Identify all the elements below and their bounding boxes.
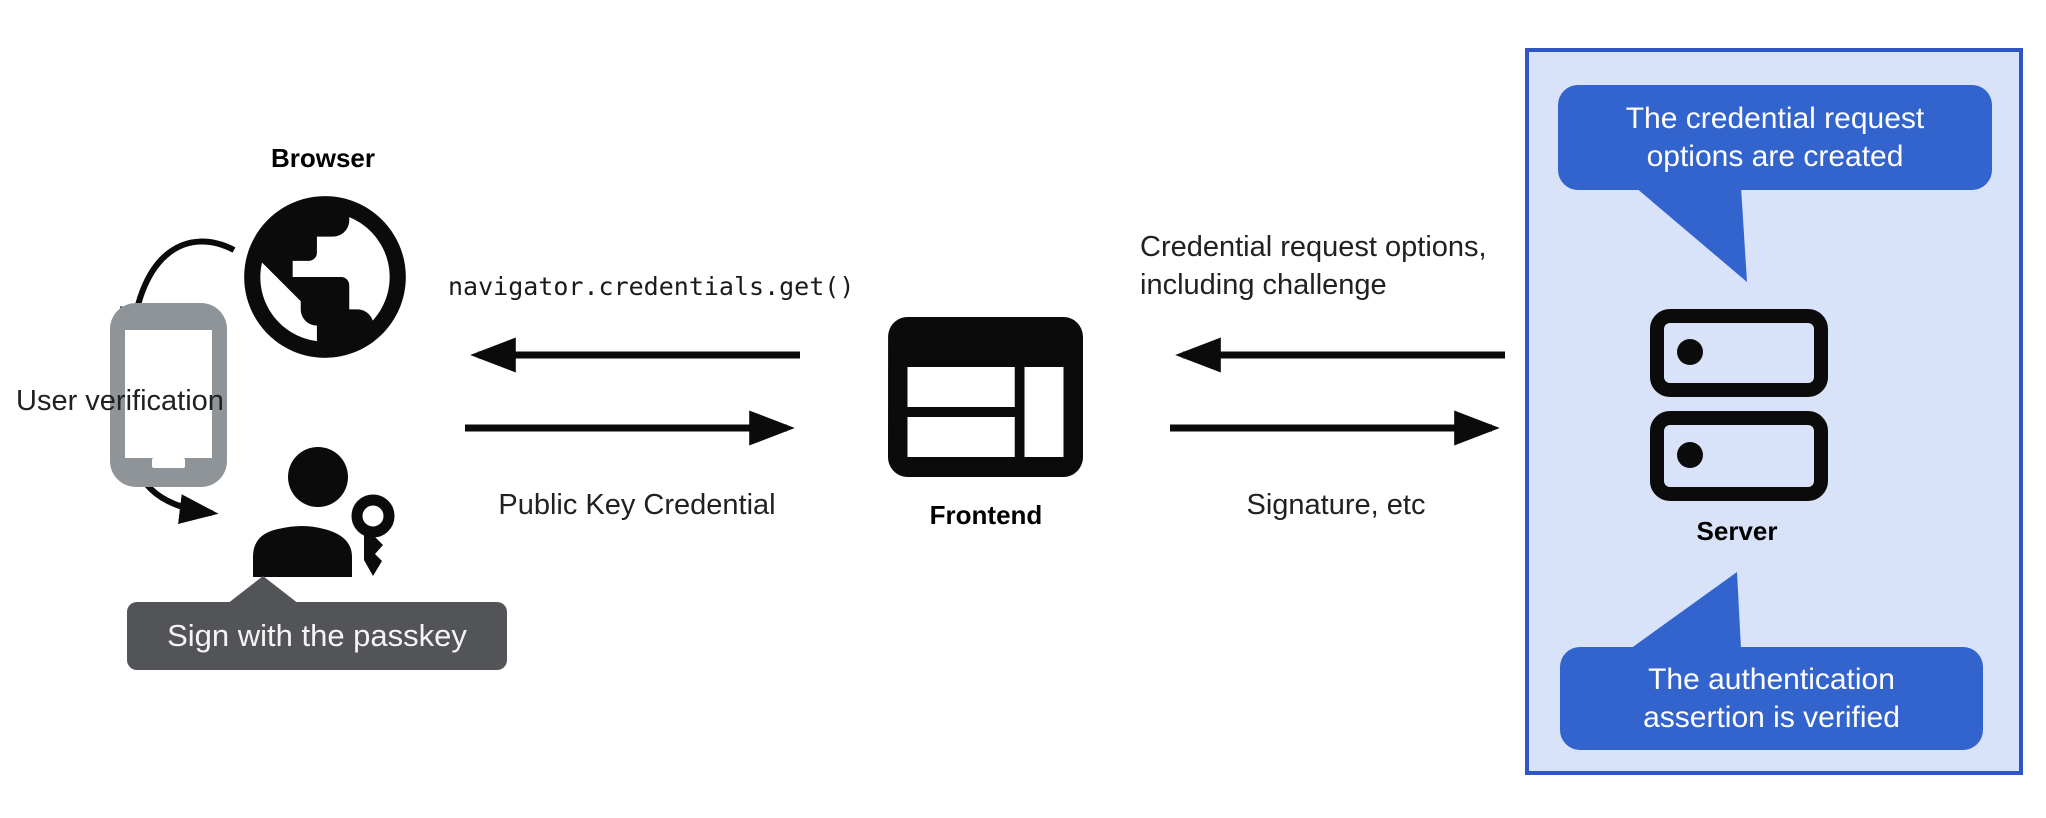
top-bubble-line1: The credential request <box>1625 101 1925 135</box>
user-verification-label: User verification <box>16 385 224 417</box>
credential-request-text: Credential request options, including ch… <box>1140 228 1487 304</box>
credential-request-line2: including challenge <box>1140 269 1387 301</box>
signature-label: Signature, etc <box>1246 489 1426 521</box>
bottom-bubble: The authentication assertion is verified <box>1560 647 1983 750</box>
browser-window-icon <box>888 317 1083 477</box>
credential-request-line1: Credential request options, <box>1140 231 1487 263</box>
top-bubble-line2: options are created <box>1646 139 1904 173</box>
key-icon <box>351 494 395 576</box>
server-stack-icon <box>1650 309 1828 501</box>
bottom-bubble-line1: The authentication <box>1648 662 1895 696</box>
frontend-label: Frontend <box>929 500 1043 530</box>
tooltip-pointer <box>227 576 299 604</box>
top-bubble: The credential request options are creat… <box>1558 85 1992 190</box>
server-label: Server <box>1696 516 1778 546</box>
credentials-get-code: navigator.credentials.get() <box>448 272 855 301</box>
browser-label: Browser <box>270 143 376 173</box>
bottom-bubble-line2: assertion is verified <box>1643 700 1900 734</box>
public-key-credential-label: Public Key Credential <box>498 489 776 521</box>
tooltip-text: Sign with the passkey <box>167 618 467 653</box>
sign-with-passkey-tooltip: Sign with the passkey <box>127 576 507 670</box>
person-icon <box>253 447 352 577</box>
globe-icon <box>244 196 406 358</box>
